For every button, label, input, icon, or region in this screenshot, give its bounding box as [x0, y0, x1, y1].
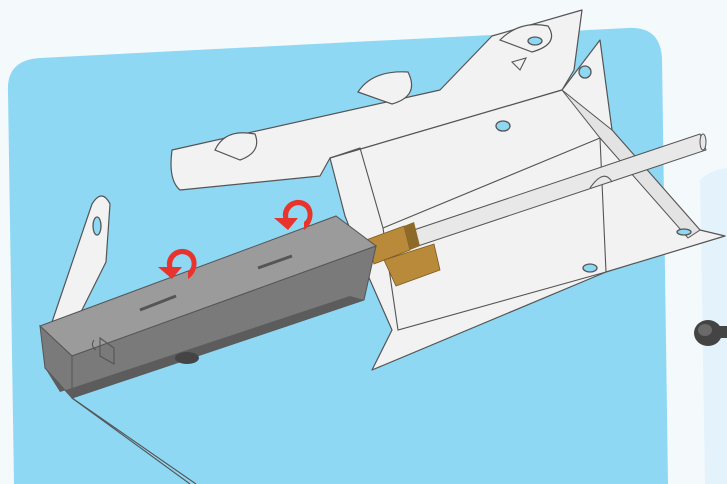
housing-hole — [175, 352, 199, 364]
